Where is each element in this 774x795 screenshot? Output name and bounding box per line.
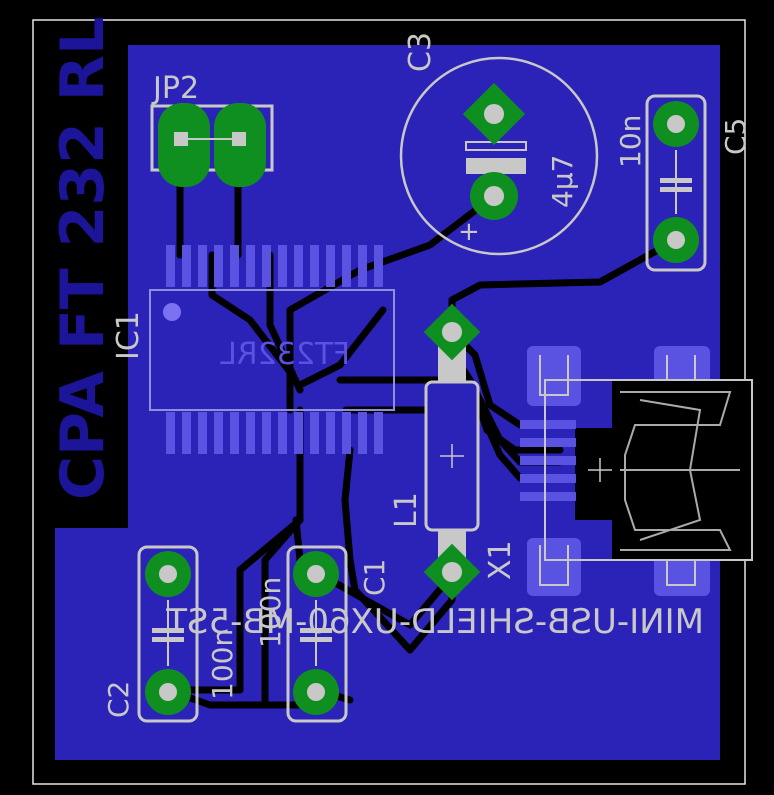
c3-polarity: + xyxy=(458,217,480,247)
c2: C2 100n xyxy=(102,545,239,723)
x1-label: X1 xyxy=(483,540,518,580)
c2-value: 100n xyxy=(206,629,239,700)
x1-shield-pad-3 xyxy=(527,538,581,596)
c3-label: C3 xyxy=(403,32,438,72)
c5: 10n C5 xyxy=(614,94,752,272)
jp2-label: JP2 xyxy=(151,71,199,106)
x1-shield-pad-1 xyxy=(527,346,581,406)
ic1-pins-bottom xyxy=(166,412,383,454)
c5-value: 10n xyxy=(614,115,647,168)
jp2-hole-1 xyxy=(174,132,188,146)
x1-connector-body xyxy=(575,428,617,520)
ic1: FT232RL IC1 xyxy=(111,245,395,454)
c2-outline xyxy=(137,545,199,723)
board-title: CPA FT 232 RL xyxy=(48,17,118,500)
c1-value: 100n xyxy=(254,577,287,648)
c2-label: C2 xyxy=(102,681,135,718)
c1-outline xyxy=(286,545,348,723)
ic1-pin1-dot xyxy=(163,303,181,321)
ic1-pins-top xyxy=(166,245,383,287)
c3-value: 4µ7 xyxy=(546,155,579,208)
c5-label: C5 xyxy=(719,118,752,155)
c1-label: C1 xyxy=(358,559,391,596)
ic1-label: IC1 xyxy=(111,311,146,360)
x1: X1 MINI-USB-SHIELD-UX60-MB-5ST xyxy=(166,346,753,642)
c3: + C3 4µ7 xyxy=(399,32,599,256)
x1-outline xyxy=(544,379,753,561)
jp2: JP2 xyxy=(150,71,274,187)
ic1-body xyxy=(149,289,395,411)
c3-outline xyxy=(399,56,599,256)
x1-pins xyxy=(520,420,576,501)
l1-label: L1 xyxy=(389,492,424,528)
jp2-hole-2 xyxy=(232,132,246,146)
c1: C1 100n xyxy=(254,545,391,723)
ic1-part: FT232RL xyxy=(220,337,350,372)
c5-outline xyxy=(645,94,707,272)
jp2-outline xyxy=(150,104,274,172)
x1-part: MINI-USB-SHIELD-UX60-MB-5ST xyxy=(166,602,704,642)
